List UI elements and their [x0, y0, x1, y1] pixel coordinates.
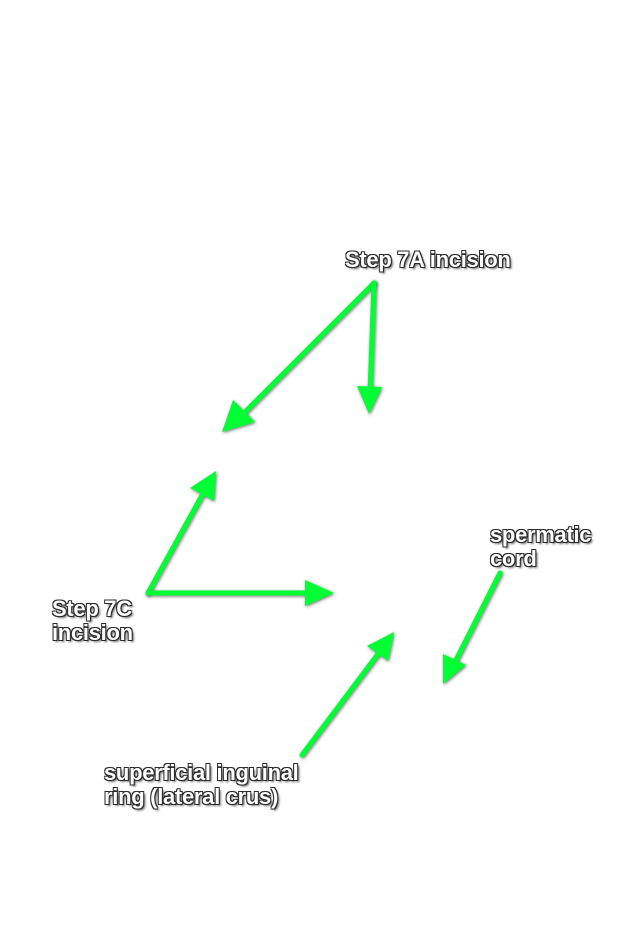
spermatic-cord-arrow [443, 570, 503, 684]
step7c-arrow-right [145, 580, 334, 606]
label-spermatic-line1: spermatic [490, 522, 592, 547]
label-spermatic-line2: cord [490, 546, 537, 571]
label-spermatic-cord: spermatic cord [490, 522, 592, 571]
label-step7a-incision: Step 7A incision [345, 248, 511, 272]
label-ring-line1: superficial inguinal [104, 760, 299, 785]
label-step7c-line1: Step 7C [52, 596, 132, 621]
label-step7a-text: Step 7A incision [345, 247, 511, 272]
label-step7c-incision: Step 7C incision [52, 597, 133, 645]
step7a-arrow-left [222, 280, 377, 432]
step7a-arrow-down [357, 280, 382, 414]
label-step7c-line2: incision [52, 620, 133, 645]
label-ring-line2: ring (lateral crus) [104, 784, 279, 809]
superficial-ring-arrow [299, 632, 394, 758]
step7c-arrow-up [145, 471, 216, 596]
label-superficial-inguinal-ring: superficial inguinal ring (lateral crus) [104, 760, 299, 809]
